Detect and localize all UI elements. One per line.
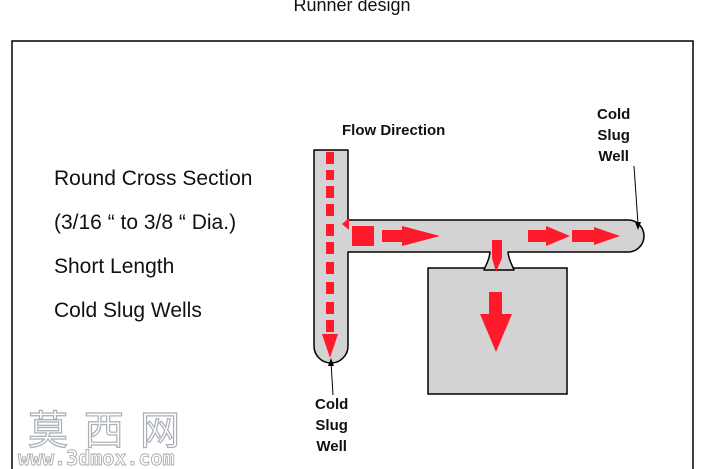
watermark-url: www.3dmox.com [18,446,175,469]
bullet-short-length: Short Length [54,255,175,278]
sprue-arrow [322,152,338,358]
page-title: Runner design [293,0,411,15]
leader-arrow-bottom [328,358,334,366]
runner-arrows [352,226,620,246]
watermark-chinese: 莫西网 [27,407,196,454]
runner-channel [313,149,645,364]
bullet-diameter: (3/16 “ to 3/8 “ Dia.) [54,211,237,234]
cold-slug-well-label-bottom: Cold Slug Well [315,396,349,455]
flow-direction-label: Flow Direction [342,122,446,139]
leader-arrow-top [635,222,641,230]
cold-slug-well-label-top: Cold Slug Well [597,106,631,165]
flow-direction-arrow [342,218,349,230]
bullet-cold-slug-wells: Cold Slug Wells [54,299,202,322]
bullet-round-cross-section: Round Cross Section [54,167,253,190]
leader-line-top [633,165,639,225]
gate-arrow [480,292,512,352]
cavity-fill-arrow [492,240,502,272]
leader-line-bottom [330,361,334,396]
diagram-frame [11,40,694,469]
